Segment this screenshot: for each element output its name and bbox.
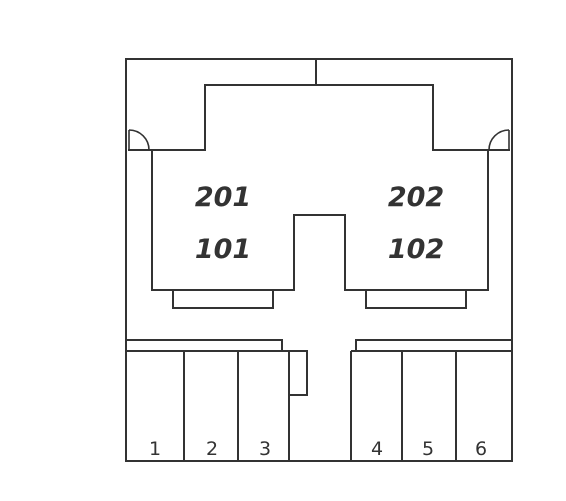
unit-label-101: 101 xyxy=(195,234,251,265)
bay-label-5: 5 xyxy=(422,438,434,460)
unit-label-201: 201 xyxy=(195,182,251,213)
door-right xyxy=(488,129,510,151)
building-outline xyxy=(151,150,489,291)
door-left xyxy=(128,129,150,151)
bay-label-3: 3 xyxy=(259,438,271,460)
bay-label-6: 6 xyxy=(475,438,487,460)
unit-label-202: 202 xyxy=(388,182,444,213)
parking-left-roof xyxy=(126,339,290,352)
bay-label-2: 2 xyxy=(206,438,218,460)
bay-label-4: 4 xyxy=(371,438,383,460)
site-boundary xyxy=(125,58,513,462)
balcony-left xyxy=(172,289,274,309)
upper-outline xyxy=(128,84,510,151)
bay-label-1: 1 xyxy=(149,438,161,460)
parking-right-roof xyxy=(351,339,512,352)
unit-label-102: 102 xyxy=(388,234,444,265)
balcony-right xyxy=(365,289,467,309)
storage-box xyxy=(290,350,308,396)
